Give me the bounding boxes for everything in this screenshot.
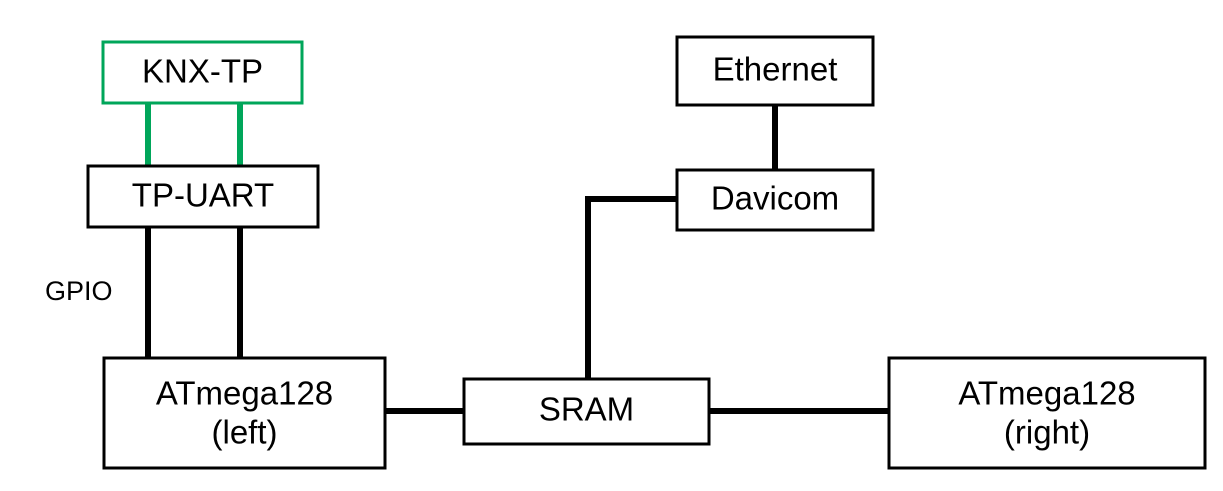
connector-layer: [145, 100, 891, 414]
node-davicom-label: Davicom: [711, 180, 839, 217]
node-atmega128-left-sublabel: (left): [212, 414, 278, 451]
node-atmega128-left[interactable]: ATmega128 (left): [102, 356, 387, 470]
node-tp-uart-box: [86, 164, 320, 229]
node-sram[interactable]: SRAM: [462, 377, 711, 446]
node-sram-label: SRAM: [539, 391, 634, 428]
node-davicom-box: [675, 168, 875, 232]
node-tp-uart[interactable]: TP-UART: [86, 164, 320, 229]
node-knx-tp-label: KNX-TP: [142, 53, 263, 90]
node-atmega128-left-label: ATmega128: [156, 375, 333, 412]
node-ethernet-label: Ethernet: [713, 51, 838, 88]
node-atmega128-left-box: [102, 356, 387, 470]
node-atmega128-right[interactable]: ATmega128 (right): [887, 356, 1207, 470]
node-ethernet-box: [675, 35, 875, 107]
edge-label-gpio: GPIO: [45, 276, 113, 306]
node-knx-tp[interactable]: KNX-TP: [101, 40, 304, 105]
node-davicom[interactable]: Davicom: [675, 168, 875, 232]
connector-sram-to-davicom: [585, 196, 679, 381]
node-atmega128-right-box: [887, 356, 1207, 470]
node-ethernet[interactable]: Ethernet: [675, 35, 875, 107]
node-atmega128-right-label: ATmega128: [958, 375, 1135, 412]
node-sram-box: [462, 377, 711, 446]
node-atmega128-right-sublabel: (right): [1004, 414, 1090, 451]
node-knx-tp-box: [101, 40, 304, 105]
node-tp-uart-label: TP-UART: [132, 177, 274, 214]
